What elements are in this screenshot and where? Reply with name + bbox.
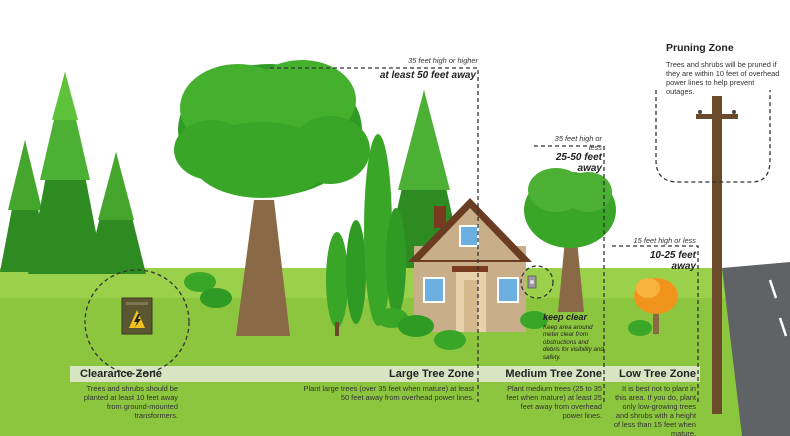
pruning-zone-title: Pruning Zone <box>666 42 734 54</box>
clearance-zone-title: Clearance Zone <box>80 368 162 380</box>
low-tree-zone-title: Low Tree Zone <box>618 368 696 380</box>
large-tree-distance: at least 50 feet away <box>379 70 476 81</box>
large-tree-height-note: 35 feet high or higher <box>408 56 478 65</box>
low-tree-height-note: 15 feet high or less <box>633 236 696 245</box>
transformer-icon <box>121 297 153 335</box>
zone-label-band <box>70 366 700 382</box>
medium-tree-zone-title: Medium Tree Zone <box>505 368 602 380</box>
large-tree-zone-title: Large Tree Zone <box>389 368 474 380</box>
utility-pole <box>696 96 738 414</box>
low-tree-zone-description: It is best not to plant in this area. If… <box>613 384 696 436</box>
house <box>408 198 532 332</box>
columnar-trees <box>326 134 406 336</box>
medium-tree-distance: 25-50 feet away <box>555 152 602 174</box>
large-tree-zone-description: Plant large trees (over 35 feet when mat… <box>303 384 474 402</box>
road <box>722 262 790 436</box>
medium-tree <box>524 168 616 312</box>
road-marking <box>778 317 788 337</box>
shrubs <box>184 272 652 350</box>
keep-clear-description: Keep area around meter clear from obstru… <box>543 324 604 361</box>
low-tree <box>634 278 678 334</box>
large-tree <box>174 60 370 336</box>
zone-boundaries <box>84 67 771 402</box>
pine-tree-group-left <box>0 72 146 274</box>
low-tree-distance: 10-25 feet away <box>649 250 696 272</box>
clearance-zone-description: Trees and shrubs should be planted at le… <box>83 384 178 420</box>
road-marking <box>768 279 778 299</box>
medium-tree-height-note: 35 feet high or less <box>554 134 602 152</box>
pruning-zone-description: Trees and shrubs will be pruned if they … <box>666 60 780 96</box>
meter-icon <box>527 275 537 289</box>
medium-tree-zone-description: Plant medium trees (25 to 35 feet when m… <box>506 384 602 420</box>
keep-clear-title: keep clear <box>543 312 588 322</box>
